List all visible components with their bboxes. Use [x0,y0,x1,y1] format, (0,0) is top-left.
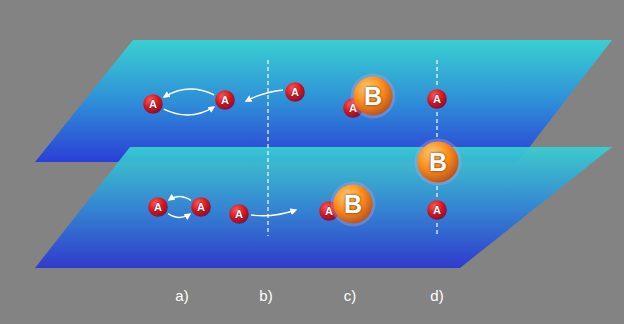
dashed-line [436,186,437,197]
dashed-line [436,223,437,236]
particle-label: A [433,205,441,216]
exchange-arrow [164,89,214,97]
particle-a: A [229,204,249,224]
particle-label: A [221,95,229,106]
particle-b: B [333,184,373,224]
particle-label: A [149,99,157,110]
panel-label: d) [430,287,443,304]
particle-label: A [433,94,441,105]
hop-arrow [246,90,283,101]
panel-label: a) [175,287,188,304]
hop-arrow [251,210,296,216]
exchange-arrow [164,107,214,115]
particle-label: A [197,202,205,213]
particle-b: B [353,76,393,116]
dashed-line [436,60,437,86]
dashed-line [267,60,268,236]
particle-label: B [364,84,382,109]
particle-a: A [285,82,305,102]
particle-label: B [344,192,362,217]
particle-label: A [154,202,162,213]
particle-label: A [291,87,299,98]
exchange-arrow [168,214,190,218]
particle-b: B [417,141,459,183]
dashed-line [436,112,437,139]
particle-a: A [215,90,235,110]
particle-label: A [235,209,243,220]
particle-a: A [148,197,168,217]
exchange-arrow [169,197,191,201]
lower-plane [35,147,612,268]
panel-label: b) [259,287,272,304]
particle-a: A [427,89,447,109]
panel-label: c) [344,287,357,304]
particle-label: B [429,150,447,175]
particle-a: A [191,197,211,217]
upper-plane [35,40,612,162]
particle-a: A [143,94,163,114]
particle-a: A [427,200,447,220]
